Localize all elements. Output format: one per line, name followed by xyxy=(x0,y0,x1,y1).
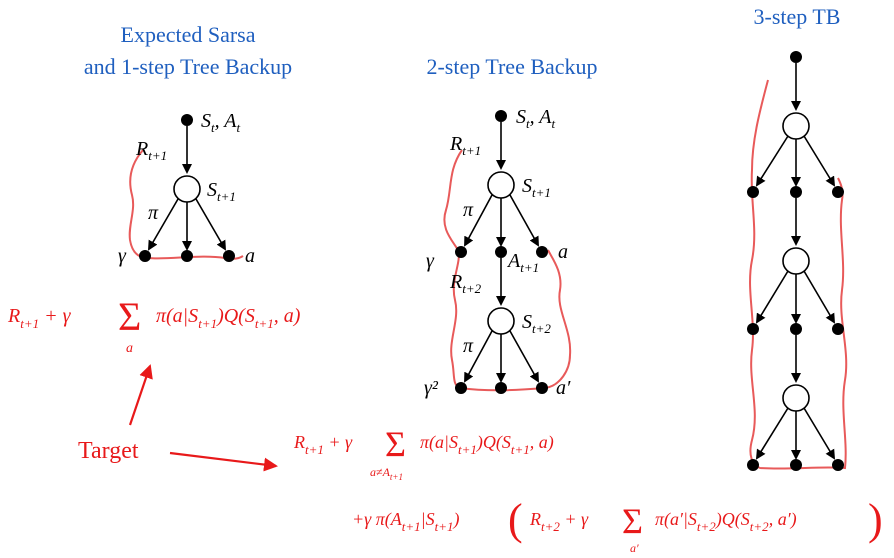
action-leaf2-left xyxy=(455,382,467,394)
label-s-t1: St+1 xyxy=(207,179,236,204)
edge-s2-right xyxy=(803,270,836,324)
backup-curve-two-step xyxy=(443,149,572,392)
svg-text:(: ( xyxy=(508,495,523,544)
label-r-t1: Rt+1 xyxy=(449,133,481,158)
action-leaf-right xyxy=(223,250,235,262)
action-l1-left xyxy=(747,186,759,198)
action-leaf-right xyxy=(536,246,548,258)
action-node-root xyxy=(181,114,193,126)
label-pi-2: π xyxy=(463,335,474,357)
title-two-step-tree-backup: 2-step Tree Backup xyxy=(426,54,597,79)
action-leaf2-mid xyxy=(495,382,507,394)
svg-text:π(a|St+1)Q(St+1, a): π(a|St+1)Q(St+1, a) xyxy=(420,432,554,457)
action-leaf-left xyxy=(455,246,467,258)
edge-s3-left xyxy=(755,407,789,460)
svg-text:Σ: Σ xyxy=(622,501,643,541)
label-pi: π xyxy=(463,199,474,221)
edge-state2-right xyxy=(509,330,539,383)
edge-state-right xyxy=(195,198,227,251)
formula-two-step-line1: Rt+1 + γ Σ a≠At+1 π(a|St+1)Q(St+1, a) xyxy=(293,424,554,482)
action-node-root xyxy=(790,51,802,63)
diagram-three-step xyxy=(747,51,848,471)
edge-state-right xyxy=(509,194,539,247)
action-leaf-mid xyxy=(181,250,193,262)
svg-text:Rt+1 + γ: Rt+1 + γ xyxy=(293,432,353,457)
action-leaf2-right xyxy=(536,382,548,394)
svg-text:a: a xyxy=(126,341,133,356)
svg-text:Rt+2 + γ: Rt+2 + γ xyxy=(529,509,589,534)
target-arrow-up xyxy=(128,364,153,426)
edge-s3-right xyxy=(803,407,836,460)
svg-text:a′: a′ xyxy=(630,541,639,555)
label-r-t2: Rt+2 xyxy=(449,271,482,296)
formula-two-step-line2: +γ π(At+1|St+1) ( Rt+2 + γ Σ a′ π(a′|St+… xyxy=(352,495,883,555)
svg-text:π(a′|St+2)Q(St+2, a′): π(a′|St+2)Q(St+2, a′) xyxy=(655,509,797,534)
edge-state2-left xyxy=(464,330,493,383)
label-a: a xyxy=(245,245,255,267)
action-l1-mid xyxy=(790,186,802,198)
action-l3-left xyxy=(747,459,759,471)
state-node-t2 xyxy=(487,307,515,335)
edge-state-left xyxy=(147,198,179,251)
edge-s2-left xyxy=(755,270,789,324)
state-node-1 xyxy=(782,112,810,140)
label-gamma-squared: γ² xyxy=(424,377,439,399)
label-st-at: St, At xyxy=(516,106,555,131)
formula-one-step: Rt+1 + γ Σ a π(a|St+1)Q(St+1, a) xyxy=(7,294,301,356)
title-three-step-tb: 3-step TB xyxy=(754,4,841,29)
action-node-root xyxy=(495,110,507,122)
svg-text:Rt+1 + γ: Rt+1 + γ xyxy=(7,305,72,331)
svg-text:+γ π(At+1|St+1): +γ π(At+1|St+1) xyxy=(352,509,459,534)
title-expected-sarsa: Expected Sarsa xyxy=(121,22,256,47)
label-st-at: St, At xyxy=(201,110,240,135)
label-a: a xyxy=(558,241,568,263)
svg-text:π(a|St+1)Q(St+1, a): π(a|St+1)Q(St+1, a) xyxy=(156,305,301,331)
svg-text:Σ: Σ xyxy=(385,424,406,464)
diagram-two-step: St, At Rt+1 St+1 π γ a At+1 Rt+2 St+2 π … xyxy=(424,106,572,399)
target-label: Target xyxy=(78,438,139,464)
label-gamma: γ xyxy=(118,245,127,267)
action-l1-right xyxy=(832,186,844,198)
label-a-prime: a′ xyxy=(556,377,571,399)
action-l3-mid xyxy=(790,459,802,471)
action-l3-right xyxy=(832,459,844,471)
sum-symbol: Σ xyxy=(118,294,141,339)
edge-s1-left xyxy=(755,135,789,187)
label-r-t1: Rt+1 xyxy=(135,138,167,163)
state-node-3 xyxy=(782,384,810,412)
state-node xyxy=(173,175,201,203)
diagram-one-step: St, At Rt+1 St+1 π γ a xyxy=(118,110,255,267)
action-leaf-left xyxy=(139,250,151,262)
label-s-t2: St+2 xyxy=(522,311,551,336)
label-gamma: γ xyxy=(426,250,435,272)
svg-text:): ) xyxy=(868,495,883,544)
action-l2-left xyxy=(747,323,759,335)
target-arrow-right xyxy=(169,451,278,472)
action-node-mid xyxy=(495,246,507,258)
edge-state-left xyxy=(464,194,493,247)
action-l2-mid xyxy=(790,323,802,335)
state-node-t1 xyxy=(487,171,515,199)
label-a-t1: At+1 xyxy=(506,250,539,275)
backup-curve-three-step xyxy=(749,79,848,470)
label-pi: π xyxy=(148,202,159,224)
svg-text:a≠At+1: a≠At+1 xyxy=(370,465,403,482)
state-node-2 xyxy=(782,247,810,275)
action-l2-right xyxy=(832,323,844,335)
edge-s1-right xyxy=(803,135,836,187)
label-s-t1: St+1 xyxy=(522,175,551,200)
title-one-step-tree-backup: and 1-step Tree Backup xyxy=(84,54,292,79)
